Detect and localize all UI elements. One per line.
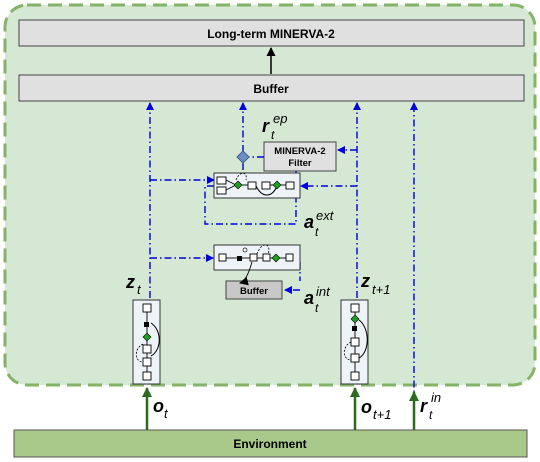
long-term-memory-label: Long-term MINERVA-2 <box>207 27 335 41</box>
svg-text:a: a <box>304 288 314 308</box>
upper-network-icon <box>213 172 301 199</box>
environment-box <box>13 429 528 458</box>
label-z-t: z t <box>125 272 142 297</box>
svg-text:z: z <box>360 271 370 291</box>
encoder-zt1-icon <box>340 299 369 385</box>
svg-text:ext: ext <box>316 208 335 223</box>
svg-text:ep: ep <box>273 111 287 126</box>
svg-text:o: o <box>361 397 372 417</box>
label-r-in: r t in <box>420 390 441 422</box>
small-buffer-box <box>225 280 283 300</box>
minerva-filter-label-2: Filter <box>288 158 312 169</box>
label-a-int: a t int <box>304 284 331 315</box>
minerva-filter-box <box>263 141 337 172</box>
label-z-t1: z t+1 <box>360 271 390 297</box>
environment-label: Environment <box>233 437 306 451</box>
svg-text:int: int <box>316 284 331 299</box>
svg-text:r: r <box>262 116 270 136</box>
svg-text:z: z <box>125 272 135 292</box>
buffer-box <box>18 74 525 102</box>
minerva-filter-label-1: MINERVA-2 <box>274 146 325 157</box>
svg-text:t: t <box>164 406 169 421</box>
svg-text:in: in <box>431 390 441 405</box>
label-o-t1: o t+1 <box>361 397 391 422</box>
lower-network-icon <box>213 244 301 286</box>
green-arrows <box>142 387 419 430</box>
label-r-ep: r t ep <box>262 111 287 142</box>
long-term-memory-box <box>18 19 525 47</box>
svg-text:r: r <box>420 396 428 416</box>
label-o-t: o t <box>153 396 169 421</box>
svg-text:t: t <box>315 225 319 239</box>
svg-text:t: t <box>429 408 433 422</box>
svg-text:o: o <box>153 396 164 416</box>
svg-text:t+1: t+1 <box>372 282 390 297</box>
svg-text:t+1: t+1 <box>373 407 391 422</box>
buffer-label: Buffer <box>253 82 289 96</box>
svg-text:t: t <box>271 128 275 142</box>
label-a-ext: a t ext <box>304 208 335 239</box>
upper-net-to-filter-arrow <box>204 171 297 225</box>
svg-text:t: t <box>315 301 319 315</box>
svg-text:a: a <box>304 212 314 232</box>
encoder-zt-icon <box>132 299 161 385</box>
blue-connections <box>146 102 418 402</box>
small-buffer-label: Buffer <box>240 286 268 297</box>
merge-diamond-icon <box>236 150 250 164</box>
svg-text:t: t <box>137 282 142 297</box>
